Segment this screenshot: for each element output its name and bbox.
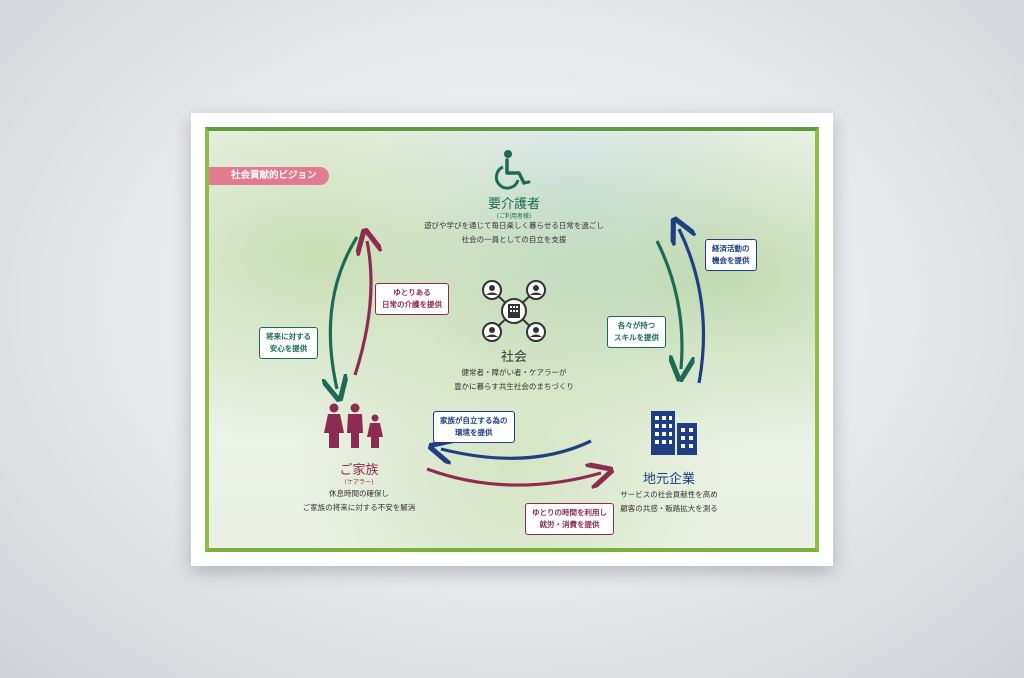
arrow-care-to-company bbox=[655, 240, 682, 369]
building-icon bbox=[649, 409, 699, 459]
care-desc-1: 遊びや学びを通じて毎日楽しく暮らせる日常を過ごし bbox=[424, 221, 604, 230]
network-icon bbox=[479, 279, 549, 347]
company-title: 地元企業 bbox=[642, 472, 695, 487]
family-subtitle: (ケアラー) bbox=[344, 479, 374, 486]
family-title: ご家族 bbox=[339, 463, 379, 478]
company-desc-1: サービスの社会貢献性を高め bbox=[620, 490, 718, 499]
society-desc-1: 健常者・障がい者・ケアラーが bbox=[461, 368, 567, 377]
society-desc-2: 豊かに暮らす共生社会のまちづくり bbox=[454, 382, 574, 391]
diagram-frame: 社会貢献的ビジョン bbox=[205, 127, 819, 552]
care-subtitle: (ご利用者様) bbox=[496, 213, 532, 220]
vision-card: 社会貢献的ビジョン bbox=[191, 113, 833, 566]
cycle-arrows bbox=[209, 131, 706, 552]
badge-future-security: 将来に対する 安心を提供 bbox=[259, 327, 318, 359]
family-icon bbox=[322, 403, 388, 453]
family-desc-1: 休息時間の確保し bbox=[329, 489, 389, 498]
badge-skills: 各々が持つ スキルを提供 bbox=[607, 316, 666, 348]
care-title: 要介護者 bbox=[487, 197, 540, 212]
vision-tag: 社会貢献的ビジョン bbox=[209, 167, 329, 185]
arrow-company-to-care bbox=[679, 229, 706, 384]
care-desc-2: 社会の一員としての自立を支援 bbox=[461, 235, 567, 244]
wheelchair-icon bbox=[493, 149, 533, 195]
arrow-family-to-company bbox=[426, 469, 601, 485]
badge-leisure-care: ゆとりある 日常の介護を提供 bbox=[375, 283, 449, 315]
arrow-family-to-care bbox=[353, 241, 371, 376]
company-desc-2: 顧客の共感・販路拡大を測る bbox=[620, 504, 718, 513]
badge-family-environment: 家族が自立する為の 環境を提供 bbox=[433, 411, 515, 443]
arrow-care-to-family bbox=[330, 236, 359, 389]
badge-economic-opportunity: 経済活動の 機会を提供 bbox=[705, 239, 757, 271]
family-desc-2: ご家族の将来に対する不安を解消 bbox=[302, 503, 416, 512]
badge-employment-consumption: ゆとりの時間を利用し 就労・消費を提供 bbox=[525, 503, 614, 535]
arrow-company-to-family bbox=[441, 441, 592, 458]
society-title: 社会 bbox=[500, 350, 527, 365]
